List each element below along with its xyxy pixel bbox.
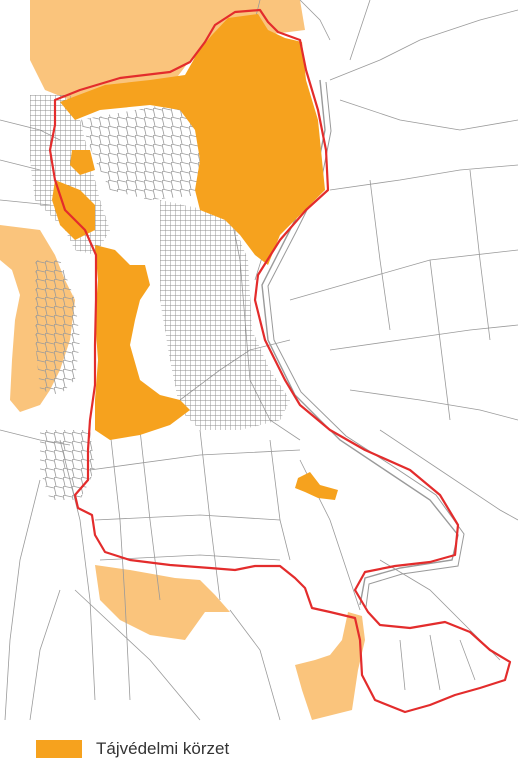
adjacent-area-south [95,565,230,640]
road [429,259,451,421]
legend-swatch-protected-area [36,740,82,758]
legend-label-protected-area: Tájvédelmi körzet [96,739,230,758]
road [199,429,221,601]
road [94,514,281,521]
road [429,634,441,691]
road [329,9,518,81]
road-network [0,0,518,721]
road [29,589,61,721]
road [459,639,476,681]
road [74,589,201,721]
road [139,429,161,601]
urban-area-north-center [80,100,210,200]
protected-area-west [95,245,190,440]
adjacent-area-southeast [295,612,365,720]
road [339,99,518,131]
protected-area-small [70,150,95,175]
road [99,554,281,561]
road [329,324,518,351]
road [349,389,518,421]
road [109,429,131,701]
road [299,0,331,41]
map-canvas [0,0,518,721]
road [469,169,491,341]
road [369,179,391,331]
road [4,479,41,721]
road [89,449,301,471]
boundary-line [48,8,512,714]
protected-area-south-patch [295,472,338,500]
road [329,164,518,191]
road [379,429,518,521]
road [229,609,281,721]
road [289,249,518,301]
road [399,639,406,691]
urban-area-center [160,200,290,430]
urban-areas [30,95,290,500]
protected-area-north [60,14,325,265]
protected-area-northwest [52,180,95,240]
protected-areas [52,14,338,500]
legend: Tájvédelmi körzet [36,736,229,762]
road [349,0,371,61]
urban-area-southwest [40,430,95,500]
urban-area-west-lower [35,260,80,395]
